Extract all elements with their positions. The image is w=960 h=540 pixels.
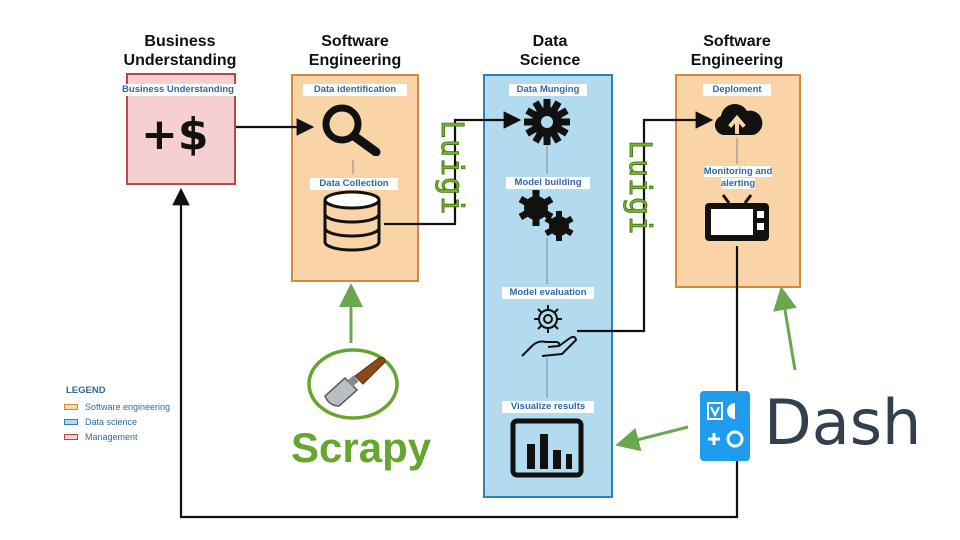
column-title-ds: Data Science (490, 32, 610, 70)
cloud-upload-icon (714, 103, 763, 135)
luigi-logo-right: Luigi (622, 140, 658, 236)
data-identification-label: Data identification (303, 84, 407, 96)
legend-label: Management (85, 432, 138, 442)
title-line: Business (144, 33, 216, 50)
luigi-logo-left: Luigi (434, 120, 470, 216)
spatula-icon (307, 348, 399, 420)
model-building-label: Model building (506, 177, 590, 189)
title-line: Engineering (308, 52, 402, 69)
legend-item-se: Software engineering (64, 402, 170, 412)
bar-chart-icon (510, 418, 584, 478)
legend-swatch (64, 404, 78, 410)
column-title-business: Business Understanding (110, 32, 250, 70)
magnifier-icon (322, 104, 381, 156)
database-icon (323, 190, 381, 252)
model-evaluation-label: Model evaluation (502, 287, 594, 299)
luigi-text: Luigi (622, 140, 657, 235)
monitoring-label: Monitoring and alerting (690, 166, 786, 190)
hand-gear-icon (521, 305, 577, 357)
title-line: Science (519, 52, 581, 69)
scrapy-text: Scrapy (291, 424, 432, 471)
svg-text:+$: +$ (141, 109, 208, 160)
legend-title: LEGEND (66, 385, 106, 396)
monitoring-label-line1: Monitoring and (703, 166, 773, 177)
title-line: Understanding (123, 52, 237, 69)
title-line: Software (321, 33, 389, 50)
title-line: Engineering (690, 52, 784, 69)
monitoring-label-line2: alerting (720, 178, 756, 189)
luigi-text: Luigi (434, 120, 469, 215)
dash-text: Dash (764, 386, 922, 459)
legend-label: Data science (85, 417, 138, 427)
legend-item-ds: Data science (64, 417, 137, 427)
gear-icon (524, 99, 570, 145)
column-title-se-left: Software Engineering (290, 32, 420, 70)
legend-label: Software engineering (85, 402, 171, 412)
gears-icon (518, 190, 574, 241)
data-collection-label: Data Collection (310, 178, 398, 190)
legend-swatch (64, 434, 78, 440)
deployment-label: Deploment (703, 84, 771, 96)
business-understanding-label: Business Understanding (110, 84, 246, 96)
title-line: Software (703, 33, 771, 50)
column-title-se-right: Software Engineering (672, 32, 802, 70)
visualize-results-label: Visualize results (502, 401, 594, 413)
money-plus-dollar-icon: +$ (141, 109, 208, 160)
dash-logo-icon (700, 391, 750, 461)
legend-item-mg: Management (64, 432, 138, 442)
title-line: Data (532, 33, 568, 50)
data-munging-label: Data Munging (509, 84, 587, 96)
monitor-tv-icon (705, 194, 769, 241)
legend-swatch (64, 419, 78, 425)
